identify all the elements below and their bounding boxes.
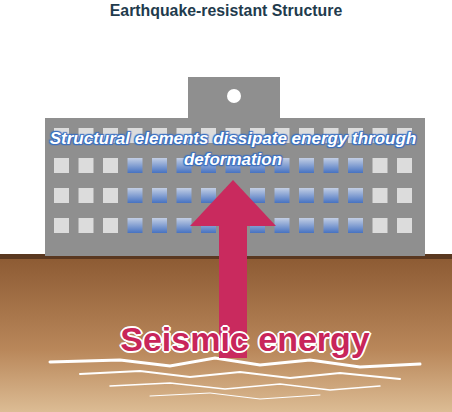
window bbox=[152, 188, 167, 203]
window bbox=[79, 158, 94, 173]
window bbox=[177, 188, 192, 203]
window bbox=[324, 158, 339, 173]
window bbox=[397, 218, 412, 233]
window bbox=[128, 218, 143, 233]
window bbox=[373, 218, 388, 233]
window bbox=[299, 188, 314, 203]
window bbox=[128, 158, 143, 173]
window bbox=[299, 218, 314, 233]
window bbox=[275, 218, 290, 233]
window bbox=[152, 158, 167, 173]
window bbox=[54, 158, 69, 173]
window bbox=[177, 218, 192, 233]
window bbox=[397, 158, 412, 173]
window bbox=[103, 218, 118, 233]
window bbox=[79, 218, 94, 233]
window bbox=[397, 188, 412, 203]
tower-circle bbox=[227, 89, 241, 103]
energy-label: Seismic energy bbox=[60, 320, 430, 359]
note-label: Structural elements dissipate energy thr… bbox=[40, 128, 426, 170]
window bbox=[299, 158, 314, 173]
roof-tower bbox=[188, 77, 280, 122]
window bbox=[348, 158, 363, 173]
window bbox=[275, 188, 290, 203]
window bbox=[54, 218, 69, 233]
window bbox=[103, 188, 118, 203]
window bbox=[324, 188, 339, 203]
window bbox=[54, 188, 69, 203]
window bbox=[103, 158, 118, 173]
window bbox=[373, 158, 388, 173]
window bbox=[152, 218, 167, 233]
window bbox=[324, 218, 339, 233]
window bbox=[79, 188, 94, 203]
energy-arrow-head bbox=[190, 180, 276, 226]
window bbox=[128, 188, 143, 203]
window bbox=[373, 188, 388, 203]
ground-crack bbox=[50, 358, 420, 399]
title: Earthquake-resistant Structure bbox=[0, 2, 452, 20]
window bbox=[348, 218, 363, 233]
window bbox=[348, 188, 363, 203]
